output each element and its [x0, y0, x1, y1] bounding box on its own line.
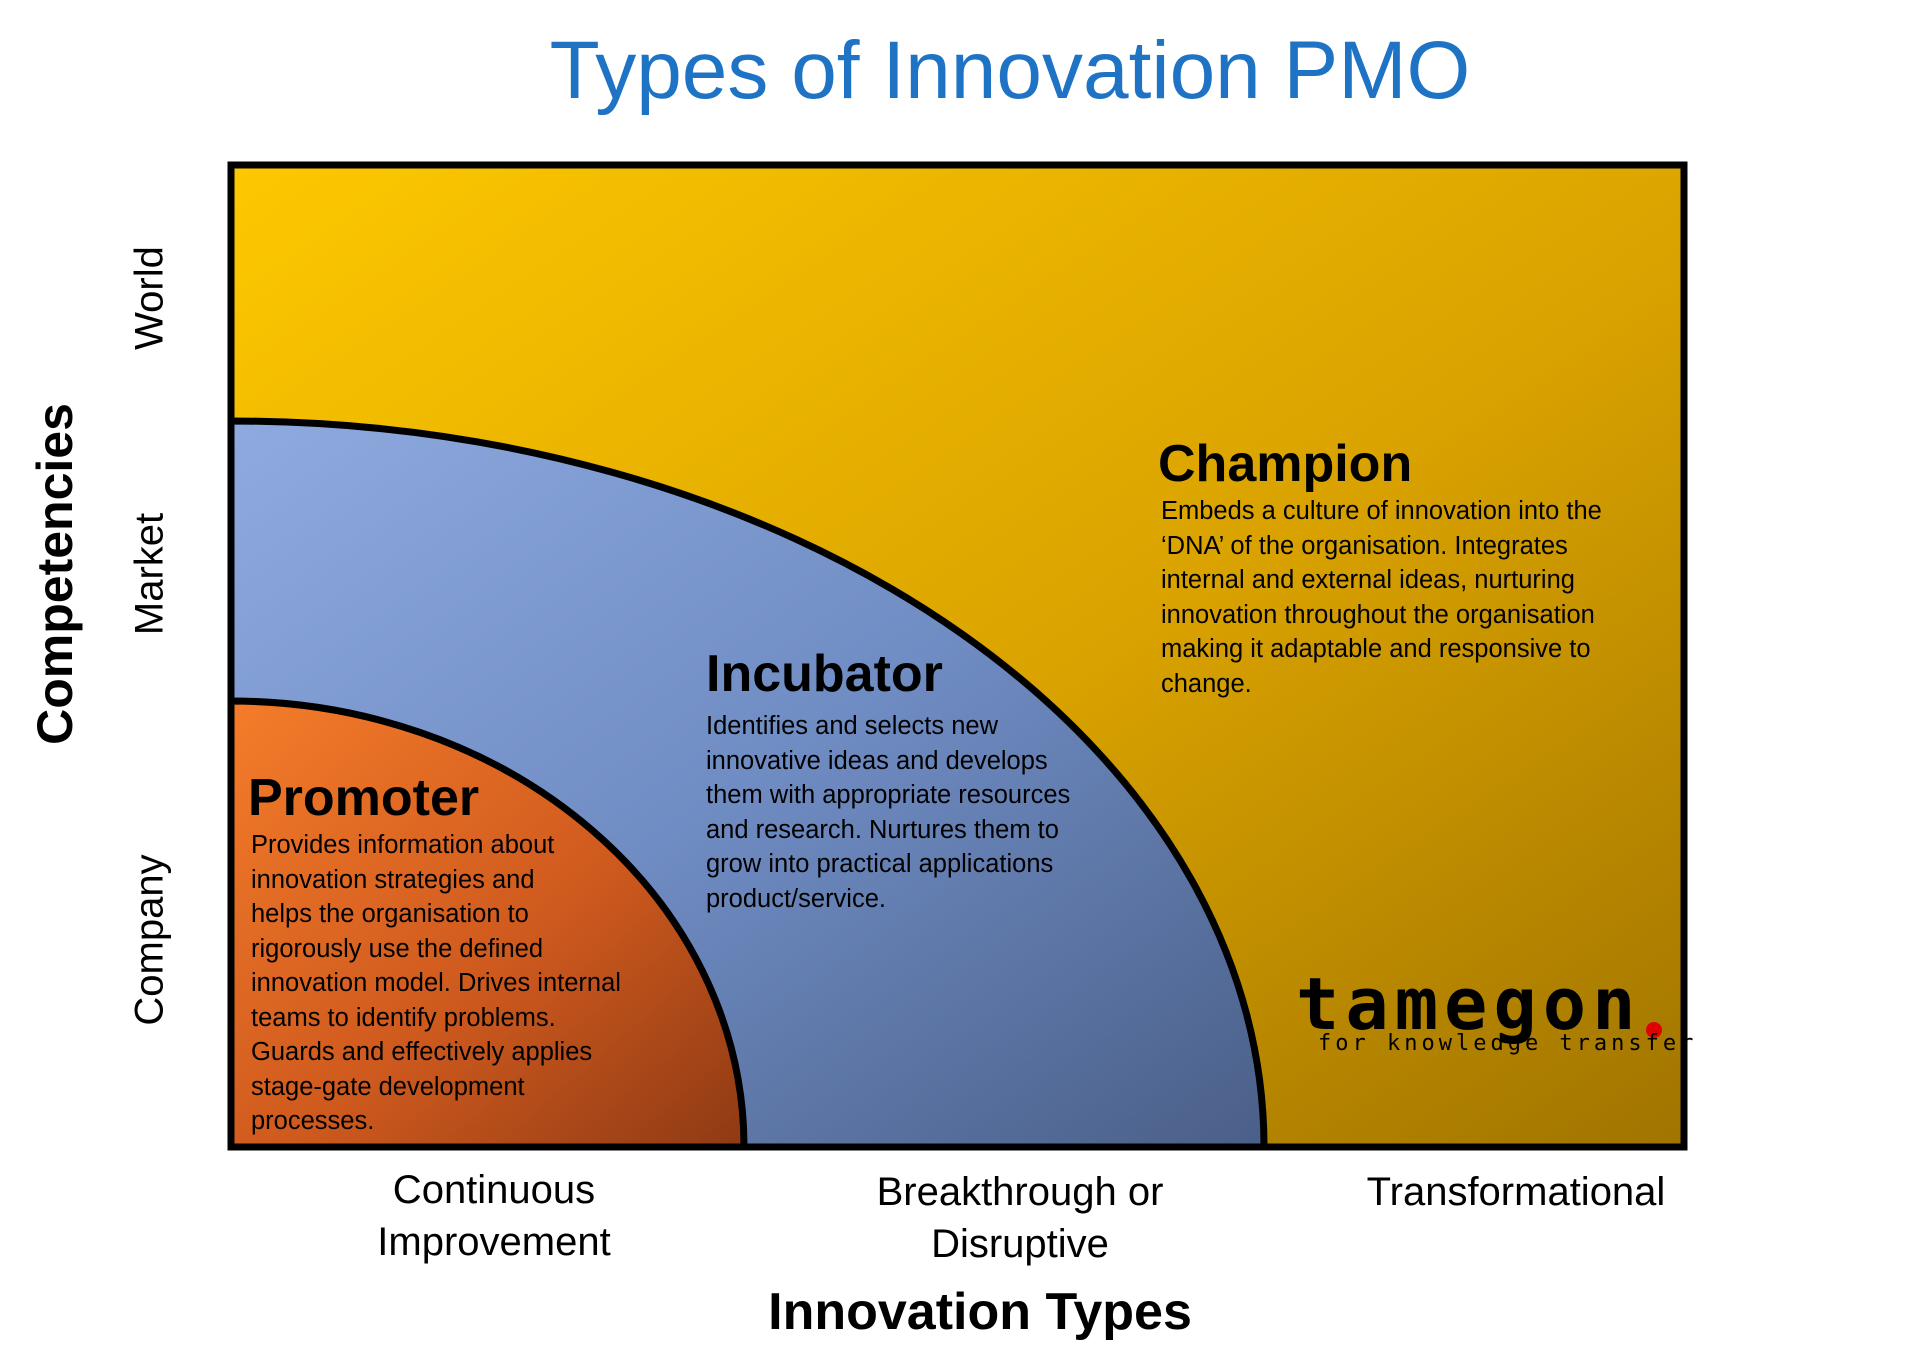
promoter-title: Promoter [248, 769, 480, 827]
page-title: Types of Innovation PMO [549, 25, 1471, 116]
tamegon-logo: tamegon for knowledge transfer [1296, 962, 1693, 1058]
diagram-frame [227, 161, 1688, 1151]
logo-tagline: for knowledge transfer [1318, 1031, 1698, 1056]
x-tick-transformational: Transformational [1366, 1170, 1666, 1214]
x-axis-title: Innovation Types [768, 1283, 1192, 1341]
x-tick-breakthrough-disruptive: Breakthrough or Disruptive [876, 1170, 1164, 1266]
logo-dot [1646, 1022, 1662, 1038]
promoter-region [227, 697, 748, 1151]
promoter-description: Provides information about innovation st… [251, 831, 621, 1135]
champion-description: Embeds a culture of innovation into the … [1161, 497, 1602, 698]
incubator-description: Identifies and selects new innovative id… [706, 712, 1071, 913]
champion-title: Champion [1158, 435, 1413, 493]
logo-wordmark: tamegon [1296, 962, 1642, 1046]
incubator-title: Incubator [706, 645, 943, 703]
x-tick-continuous-improvement: Continuous Improvement [377, 1168, 611, 1264]
